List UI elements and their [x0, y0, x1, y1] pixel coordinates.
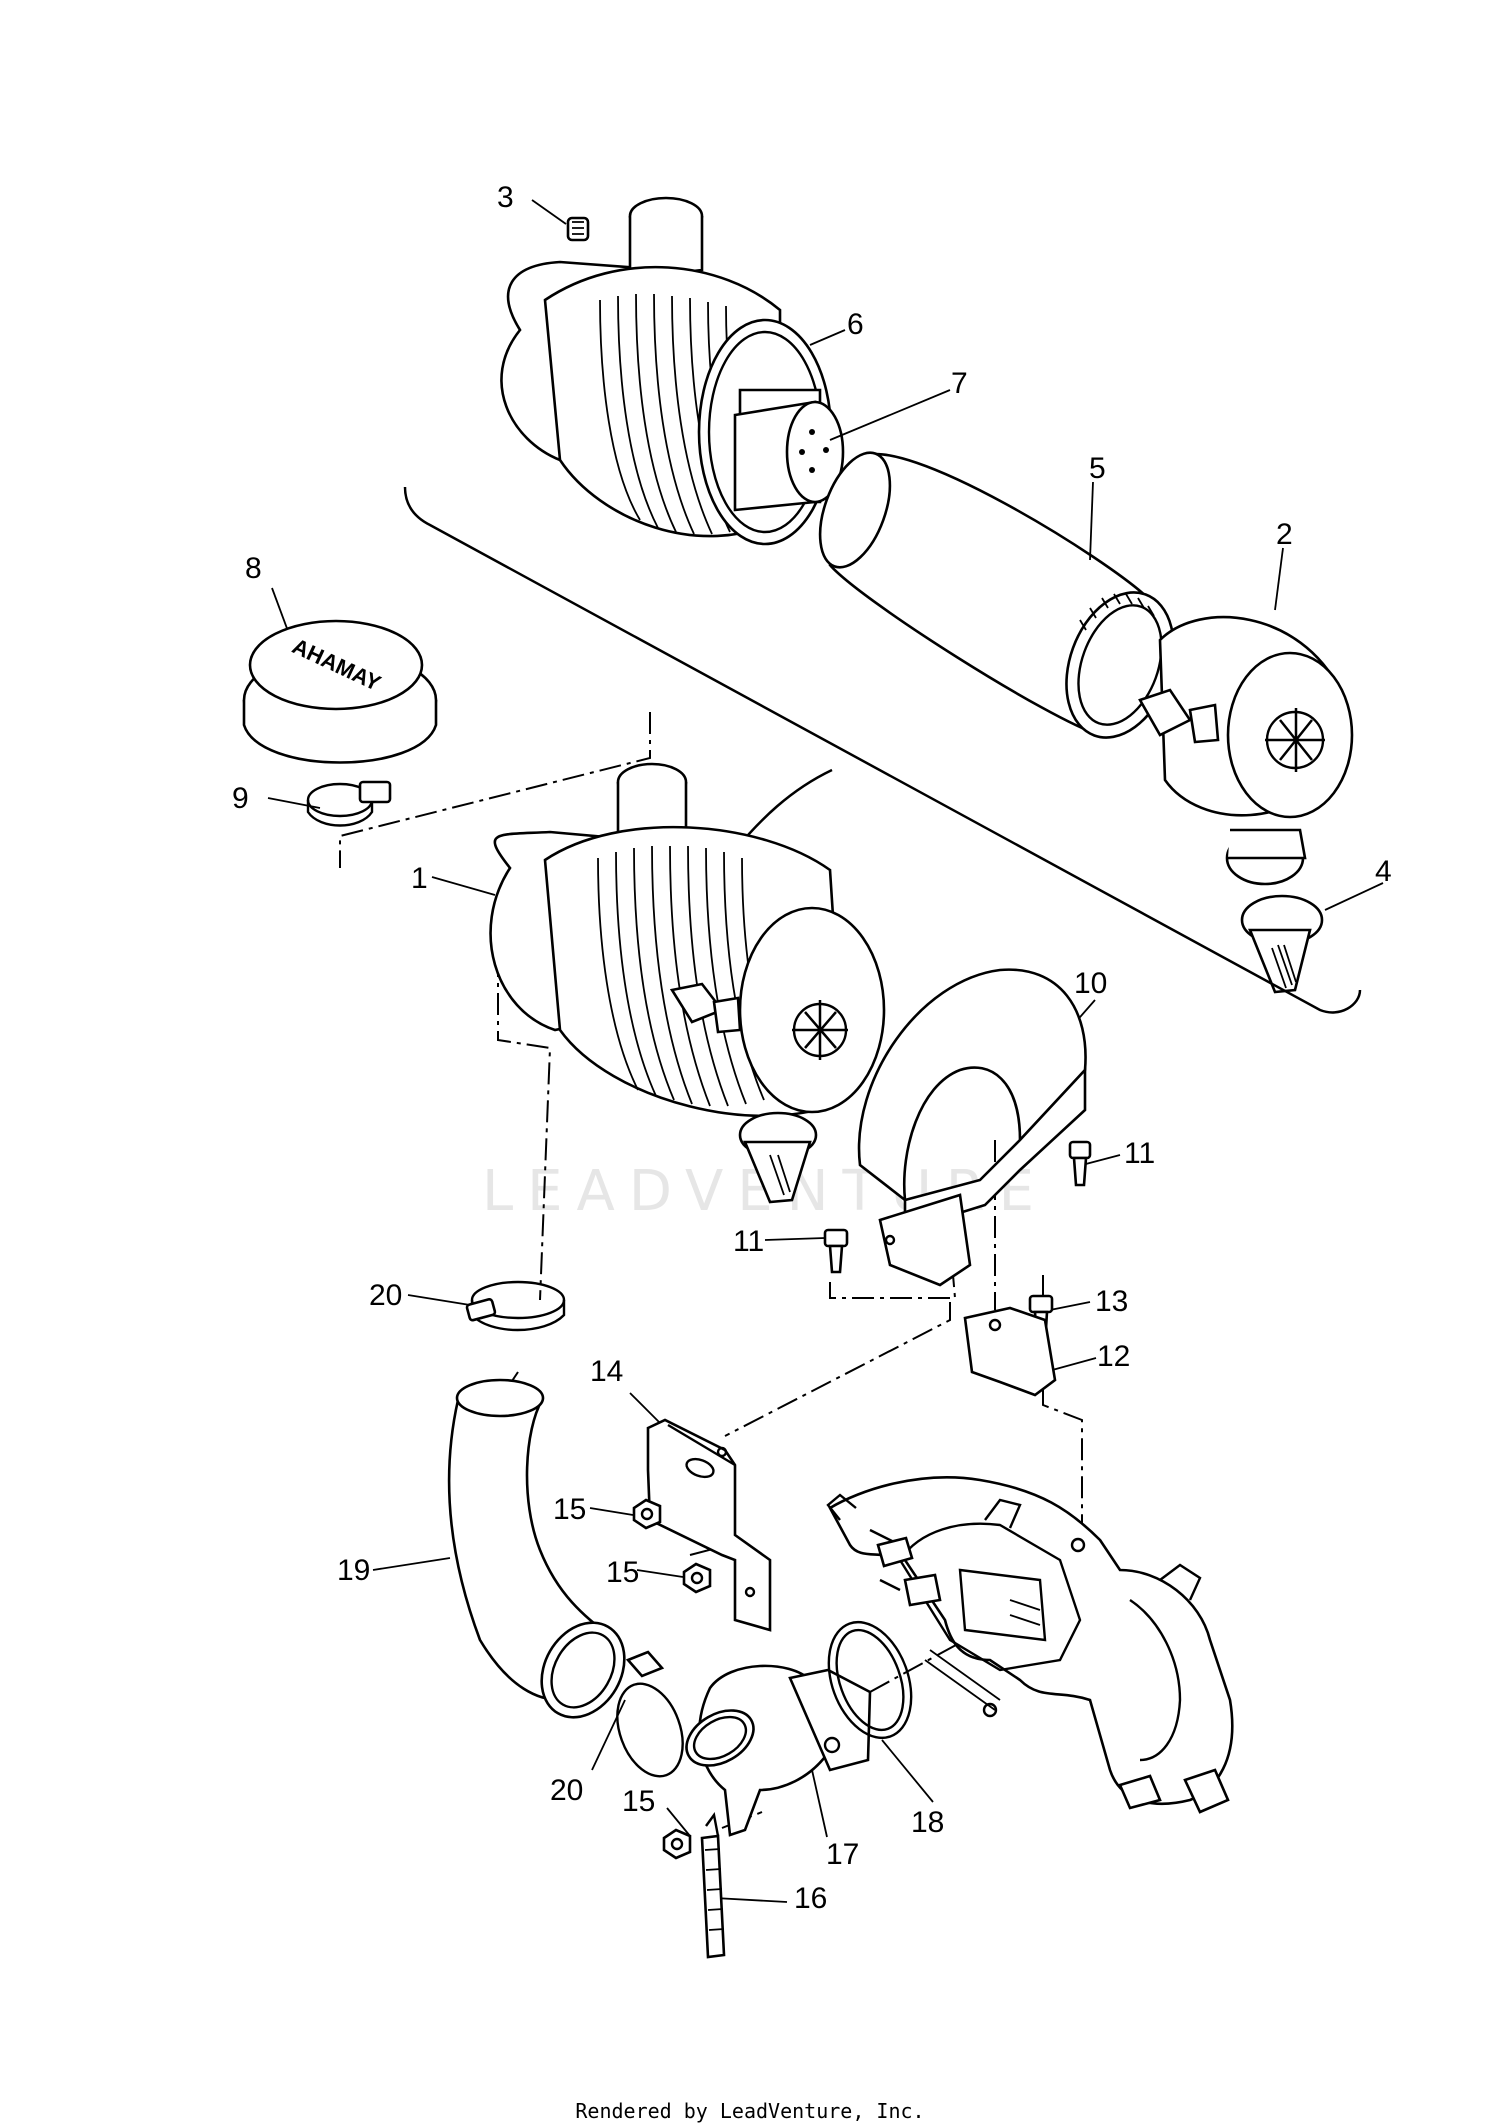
callout-label: 10	[1074, 967, 1107, 1000]
bolt-11-left	[823, 1228, 849, 1274]
callout-label: 14	[590, 1355, 623, 1388]
group-bracket	[403, 486, 1362, 1014]
gasket-18	[827, 1620, 913, 1740]
intake-hose-19	[447, 1378, 626, 1719]
clamp-20-upper	[465, 1280, 566, 1332]
cover-cross-mark	[1265, 708, 1325, 772]
clamp-20-lower	[616, 1650, 684, 1778]
callout-label: 5	[1089, 452, 1106, 485]
band-16	[700, 1812, 726, 1959]
nut-15-a	[632, 1498, 662, 1530]
callout-labels: 3 6 7 5 2 4 8 9 1 10 11 11 13 12 14 15 1…	[232, 181, 1392, 1915]
callout-label: 19	[337, 1554, 370, 1587]
callout-label: 12	[1097, 1340, 1130, 1373]
callout-label: 16	[794, 1882, 827, 1915]
callout-label: 11	[733, 1225, 764, 1258]
callout-label: 7	[951, 367, 968, 400]
callout-label: 6	[847, 308, 864, 341]
callout-label: 11	[1124, 1137, 1155, 1170]
callout-label: 9	[232, 782, 249, 815]
callout-label: 8	[245, 552, 262, 585]
footer-credit: Rendered by LeadVenture, Inc.	[575, 2099, 925, 2123]
callout-label: 17	[826, 1838, 859, 1871]
vent-cap-3	[566, 216, 590, 242]
callout-label: 13	[1095, 1285, 1128, 1318]
nut-15-c	[662, 1828, 692, 1860]
main-cover-cross-mark	[792, 1000, 848, 1060]
valve-4	[1240, 894, 1324, 994]
cap-8: YAMAHA	[242, 619, 438, 764]
callout-label: 18	[911, 1806, 944, 1839]
upper-air-cleaner-case	[500, 196, 845, 546]
callout-label: 20	[550, 1774, 583, 1807]
nut-15-b	[682, 1562, 712, 1594]
filter-cover-2	[1138, 615, 1354, 886]
callout-label: 15	[606, 1556, 639, 1589]
filter-element-5	[818, 451, 1175, 739]
air-cleaner-assembly-1	[489, 762, 886, 1204]
callout-label: 4	[1375, 855, 1392, 888]
stay-12	[963, 1306, 1057, 1397]
bolt-11-right	[1068, 1140, 1092, 1187]
callout-label: 2	[1276, 518, 1293, 551]
mounting-bracket-14	[646, 1418, 772, 1632]
callout-label: 3	[497, 181, 514, 214]
callout-label: 15	[553, 1493, 586, 1526]
outlet-tube-7	[733, 400, 845, 512]
clamp-9	[306, 780, 392, 827]
throttle-body-manifold	[826, 1476, 1234, 1814]
support-band-10	[857, 968, 1087, 1287]
callout-label: 1	[411, 862, 428, 895]
callout-label: 20	[369, 1279, 402, 1312]
callout-label: 15	[622, 1785, 655, 1818]
joint-17	[685, 1664, 872, 1837]
